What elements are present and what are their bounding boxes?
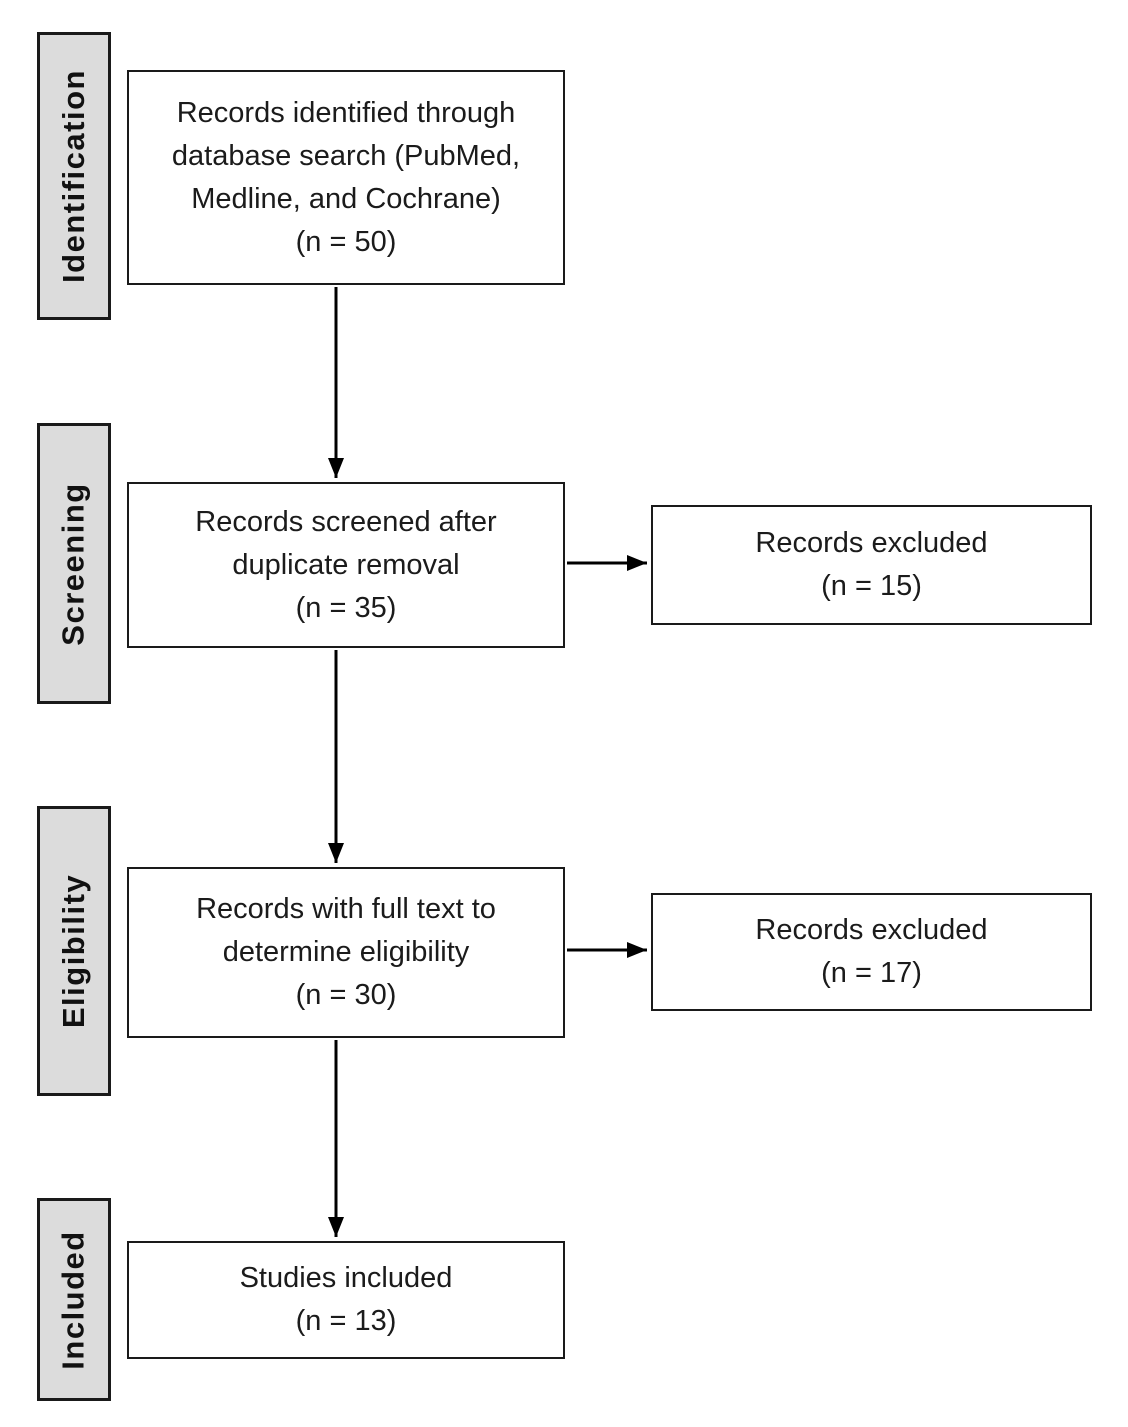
box-line: Medline, and Cochrane) — [191, 182, 501, 215]
box-count: (n = 17) — [821, 957, 922, 989]
box-line: determine eligibility — [222, 936, 470, 968]
box-count: (n = 35) — [295, 591, 397, 624]
flow-box-fulltext-eligibility: Records with full text to determine elig… — [127, 867, 565, 1038]
stage-identification: Identification — [37, 32, 111, 320]
box-line: Studies included — [239, 1262, 453, 1294]
flow-box-records-screened: Records screened after duplicate removal… — [127, 482, 565, 648]
box-line: Records screened after — [195, 505, 497, 538]
box-count: (n = 13) — [295, 1305, 397, 1337]
stage-eligibility-label: Eligibility — [56, 873, 92, 1029]
box-line: Records excluded — [755, 914, 988, 946]
stage-included-label: Included — [56, 1229, 92, 1370]
box-count: (n = 50) — [295, 225, 397, 258]
box-count: (n = 30) — [295, 979, 397, 1011]
stage-screening-label: Screening — [56, 481, 92, 646]
box-line: Records with full text to — [196, 893, 496, 925]
stage-included: Included — [37, 1198, 111, 1401]
flow-box-excluded-screening: Records excluded (n = 15) — [651, 505, 1092, 625]
box-count: (n = 15) — [821, 570, 922, 602]
box-line: database search (PubMed, — [171, 139, 521, 172]
stage-eligibility: Eligibility — [37, 806, 111, 1096]
flow-box-studies-included: Studies included (n = 13) — [127, 1241, 565, 1359]
stage-identification-label: Identification — [56, 69, 92, 283]
box-line: duplicate removal — [232, 548, 460, 581]
stage-screening: Screening — [37, 423, 111, 704]
flow-box-excluded-eligibility: Records excluded (n = 17) — [651, 893, 1092, 1011]
box-line: Records excluded — [755, 527, 988, 559]
box-line: Records identified through — [176, 96, 516, 129]
flow-box-records-identified: Records identified through database sear… — [127, 70, 565, 285]
